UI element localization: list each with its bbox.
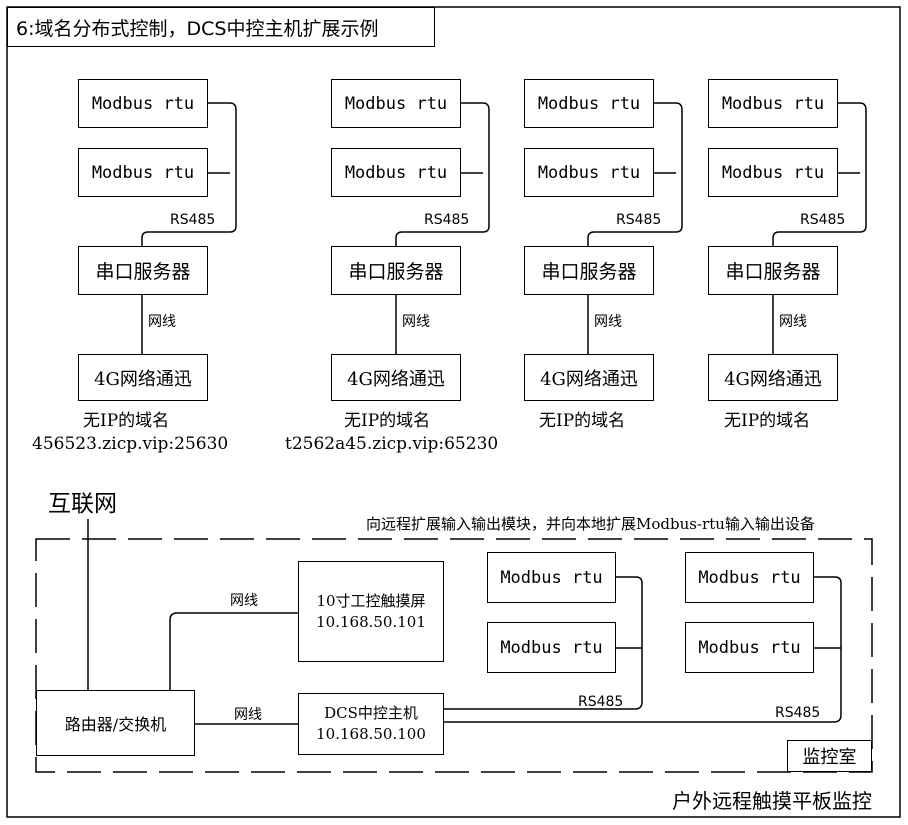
module-4g-3: 4G网络通迅 — [524, 354, 654, 401]
touchscreen-box: 10寸工控触摸屏 10.168.50.101 — [298, 561, 444, 662]
rs485-bus-1 — [141, 102, 237, 246]
no-ip-caption-1: 无IP的域名 — [83, 411, 170, 431]
rs485-bus-3 — [587, 102, 683, 246]
serial-server-1: 串口服务器 — [78, 246, 208, 295]
cable-label-touchscreen: 网线 — [230, 593, 258, 609]
module-4g-2: 4G网络通迅 — [331, 354, 461, 401]
rs485-label-local-a: RS485 — [578, 694, 624, 710]
modbus-rtu-4b: Modbus rtu — [708, 148, 838, 197]
rs485-label-1: RS485 — [170, 212, 216, 228]
local-rs485-bus-a — [444, 576, 643, 710]
no-ip-caption-3: 无IP的域名 — [539, 411, 626, 431]
domain-2: t2562a45.zicp.vip:65230 — [285, 434, 499, 454]
modbus-rtu-2a: Modbus rtu — [331, 79, 461, 128]
cable-router-touchscreen — [169, 612, 299, 690]
monitor-room-box: 监控室 — [787, 740, 872, 772]
cable-label-4: 网线 — [779, 314, 807, 330]
local-dashed-frame — [35, 538, 873, 773]
diagram-title: 6:域名分布式控制，DCS中控主机扩展示例 — [16, 17, 379, 40]
rs485-bus-2 — [395, 102, 490, 246]
dcs-host-ip: 10.168.50.100 — [316, 725, 426, 743]
router-label: 路由器/交换机 — [64, 715, 167, 734]
router-box: 路由器/交换机 — [36, 690, 195, 756]
rs485-label-local-b: RS485 — [775, 705, 821, 721]
local-modbus-rtu-b2: Modbus rtu — [685, 622, 814, 673]
modbus-rtu-1b: Modbus rtu — [78, 148, 208, 197]
dcs-host-box: DCS中控主机 10.168.50.100 — [298, 693, 444, 755]
rs485-label-4: RS485 — [800, 212, 846, 228]
local-modbus-rtu-a1: Modbus rtu — [487, 552, 616, 603]
modbus-rtu-1a: Modbus rtu — [78, 79, 208, 128]
rs485-label-3: RS485 — [616, 212, 662, 228]
rs485-bus-4 — [772, 102, 867, 246]
touchscreen-name: 10寸工控触摸屏 — [316, 591, 426, 610]
outer-frame — [6, 6, 901, 818]
serial-server-3: 串口服务器 — [524, 246, 654, 295]
rs485-label-2: RS485 — [424, 212, 470, 228]
module-4g-4: 4G网络通迅 — [708, 354, 838, 401]
cable-label-3: 网线 — [594, 314, 622, 330]
title-box: 6:域名分布式控制，DCS中控主机扩展示例 — [7, 7, 435, 47]
cable-label-2: 网线 — [402, 314, 430, 330]
modbus-rtu-3a: Modbus rtu — [524, 79, 654, 128]
local-rs485-bus-b — [444, 576, 842, 723]
domain-1: 456523.zicp.vip:25630 — [32, 434, 229, 454]
footer-caption: 户外远程触摸平板监控 — [672, 789, 872, 813]
dcs-host-name: DCS中控主机 — [324, 704, 418, 722]
modbus-rtu-3b: Modbus rtu — [524, 148, 654, 197]
serial-server-2: 串口服务器 — [331, 246, 461, 295]
modbus-rtu-2b: Modbus rtu — [331, 148, 461, 197]
local-modbus-rtu-b1: Modbus rtu — [685, 552, 814, 603]
modbus-rtu-4a: Modbus rtu — [708, 79, 838, 128]
internet-label: 互联网 — [48, 491, 117, 517]
module-4g-1: 4G网络通迅 — [78, 354, 208, 401]
cable-label-router: 网线 — [234, 707, 262, 723]
local-modbus-rtu-a2: Modbus rtu — [487, 622, 616, 673]
no-ip-caption-2: 无IP的域名 — [344, 411, 431, 431]
touchscreen-ip: 10.168.50.101 — [316, 612, 426, 631]
no-ip-caption-4: 无IP的域名 — [724, 411, 811, 431]
serial-server-4: 串口服务器 — [708, 246, 838, 295]
cable-label-1: 网线 — [148, 314, 176, 330]
monitor-room-label: 监控室 — [802, 747, 857, 768]
expand-note: 向远程扩展输入输出模块，并向本地扩展Modbus-rtu输入输出设备 — [366, 515, 815, 533]
